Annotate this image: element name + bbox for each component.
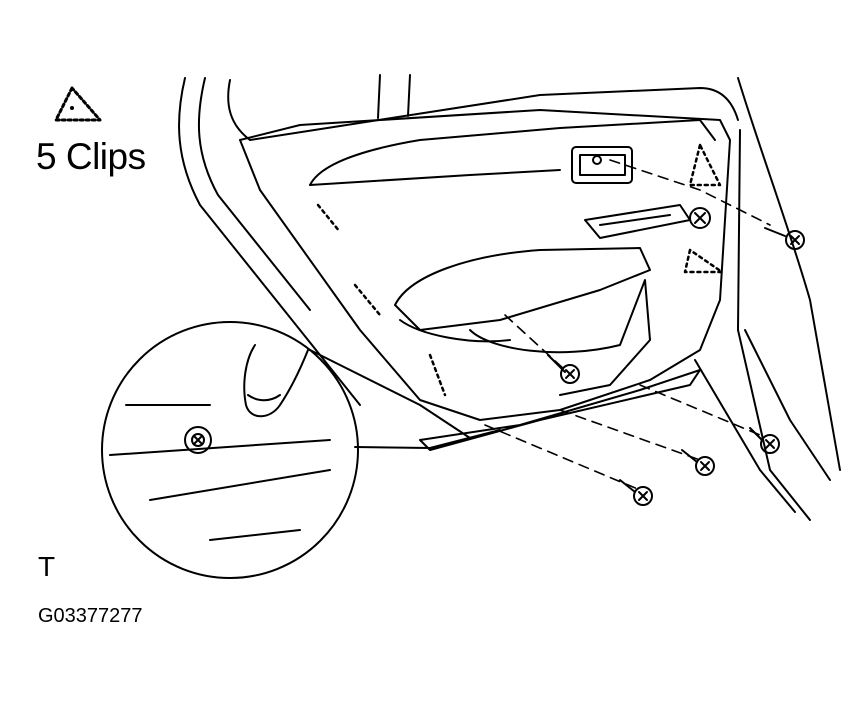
figure-code: G03377277 bbox=[38, 605, 143, 627]
screw-right-upper bbox=[764, 227, 805, 250]
screw-handle bbox=[689, 207, 711, 229]
clip-count-label: 5 Clips bbox=[36, 136, 146, 177]
clip-markers bbox=[316, 143, 724, 397]
door-trim-panel bbox=[239, 109, 731, 451]
clip-legend-icon bbox=[54, 86, 102, 122]
leader-lines bbox=[484, 159, 771, 491]
screw-pocket bbox=[547, 354, 580, 384]
screws bbox=[547, 207, 805, 506]
door-frame bbox=[178, 74, 841, 521]
view-marker: T bbox=[38, 551, 56, 582]
screw-lower-mid bbox=[681, 449, 715, 476]
detail-magnifier bbox=[101, 321, 501, 579]
screw-lower-right bbox=[749, 427, 780, 454]
screw-lower-left bbox=[619, 479, 653, 506]
